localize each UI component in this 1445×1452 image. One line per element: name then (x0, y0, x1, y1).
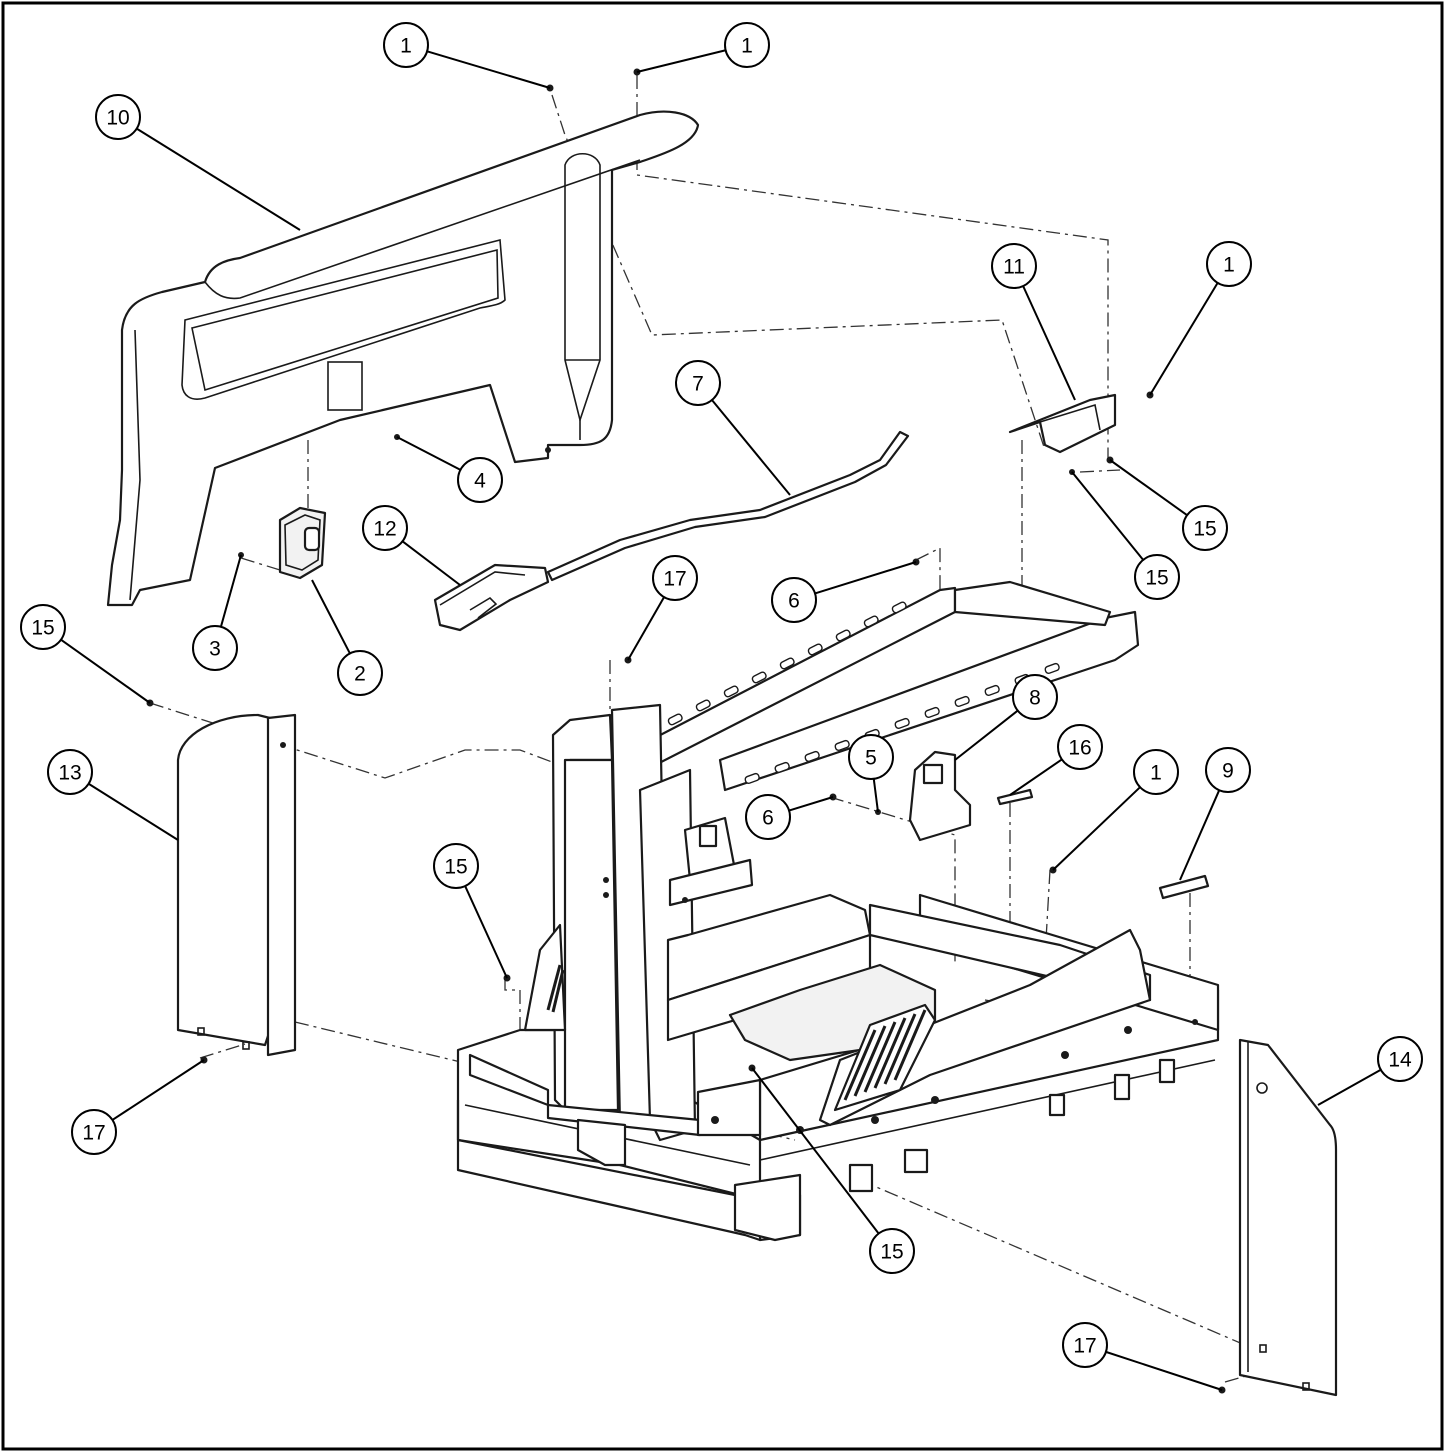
callout-circle (745, 794, 791, 840)
callout-circle (869, 1228, 915, 1274)
callout-leader-line (788, 796, 834, 812)
callout-leader-line (111, 1059, 205, 1121)
callout-number: 1 (1223, 254, 1235, 277)
callout-leader-line (954, 709, 1019, 761)
callout-circle (1133, 749, 1179, 795)
callout-circle (724, 22, 770, 68)
callout-number: 15 (31, 617, 54, 640)
callout-number: 17 (1073, 1335, 1096, 1358)
callout-leader-line (1317, 1068, 1382, 1106)
callout-circle (771, 577, 817, 623)
left-side-panel (176, 713, 297, 1057)
callout-leader-line (1109, 459, 1188, 517)
callout-circle (192, 625, 238, 671)
callout-number: 5 (865, 747, 877, 770)
callout-leader-line (401, 540, 461, 586)
callout-number: 9 (1222, 760, 1234, 783)
callout-circle (383, 22, 429, 68)
callout-leader-line (396, 436, 461, 471)
callout-number: 15 (880, 1241, 903, 1264)
callout-circle (95, 94, 141, 140)
callout-leader-line (1179, 789, 1221, 881)
right-side-panel (1238, 1038, 1338, 1397)
callout-leader-line (711, 399, 791, 496)
callout-leader-line (814, 561, 917, 595)
callout-circle (652, 555, 698, 601)
callout-circle (848, 734, 894, 780)
callout-circle (1206, 241, 1252, 287)
callout-leader-line (426, 50, 551, 89)
callout-leader-line (751, 1067, 880, 1235)
callout-number: 7 (692, 373, 704, 396)
callout-leader-line (1009, 758, 1063, 796)
latch-bracket-right (1008, 393, 1117, 454)
callout-number: 3 (209, 638, 221, 661)
callout-number: 6 (762, 807, 774, 830)
callout-circle (337, 650, 383, 696)
callout-number: 1 (1150, 762, 1162, 785)
callout-number: 2 (354, 663, 366, 686)
callout-leader-line (60, 638, 151, 704)
callout-leader-line (1052, 786, 1141, 871)
callout-circle (1062, 1322, 1108, 1368)
callout-leader-line (88, 782, 179, 841)
callout-leader-line (1105, 1350, 1223, 1391)
rod (546, 430, 910, 582)
mounting-bracket (908, 750, 972, 842)
callout-circle (675, 360, 721, 406)
callout-leader-line (627, 596, 665, 661)
callout-leader-line (219, 554, 242, 628)
callout-number: 8 (1029, 687, 1041, 710)
chassis-frame (456, 580, 1220, 1242)
callout-circle (362, 505, 408, 551)
callout-leader-line (1071, 471, 1144, 561)
spacer-bar (996, 788, 1034, 806)
callout-circle (71, 1109, 117, 1155)
callout-number: 15 (444, 856, 467, 879)
callout-number: 10 (106, 107, 129, 130)
callout-circle (1057, 724, 1103, 770)
callout-circle (20, 604, 66, 650)
callout-number: 4 (474, 470, 486, 493)
callout-number: 16 (1068, 737, 1091, 760)
callout-circle (1377, 1036, 1423, 1082)
rear-body-panel (106, 110, 700, 607)
latch-bracket (433, 563, 550, 632)
callout-circle (1134, 554, 1180, 600)
callout-circle (1182, 505, 1228, 551)
callout-number: 17 (663, 568, 686, 591)
callout-number: 1 (400, 35, 412, 58)
callout-number: 15 (1193, 518, 1216, 541)
callout-circle (457, 457, 503, 503)
switch-box (278, 506, 327, 580)
callout-number: 14 (1388, 1049, 1412, 1072)
callout-circle (47, 749, 93, 795)
callout-number: 13 (58, 762, 81, 785)
callout-leader-line (311, 579, 351, 654)
callout-circle (433, 843, 479, 889)
callout-leader-line (872, 778, 879, 813)
callout-leader-line (636, 49, 726, 73)
callout-number: 1 (741, 35, 753, 58)
callout-leader-line (136, 127, 301, 231)
callout-circle (991, 243, 1037, 289)
fasteners (146, 68, 1226, 1394)
callout-circle (1205, 747, 1251, 793)
callout-number: 15 (1145, 567, 1168, 590)
callout-number: 12 (373, 518, 396, 541)
callout-number: 17 (82, 1122, 105, 1145)
pin (1158, 874, 1210, 900)
callout-number: 6 (788, 590, 800, 613)
callout-leader-line (464, 885, 508, 979)
callout-leader-line (1022, 285, 1076, 401)
callout-circle (1012, 674, 1058, 720)
callout-leader-line (1149, 282, 1219, 396)
vent-grille (833, 1003, 937, 1112)
callout-number: 11 (1003, 256, 1025, 279)
